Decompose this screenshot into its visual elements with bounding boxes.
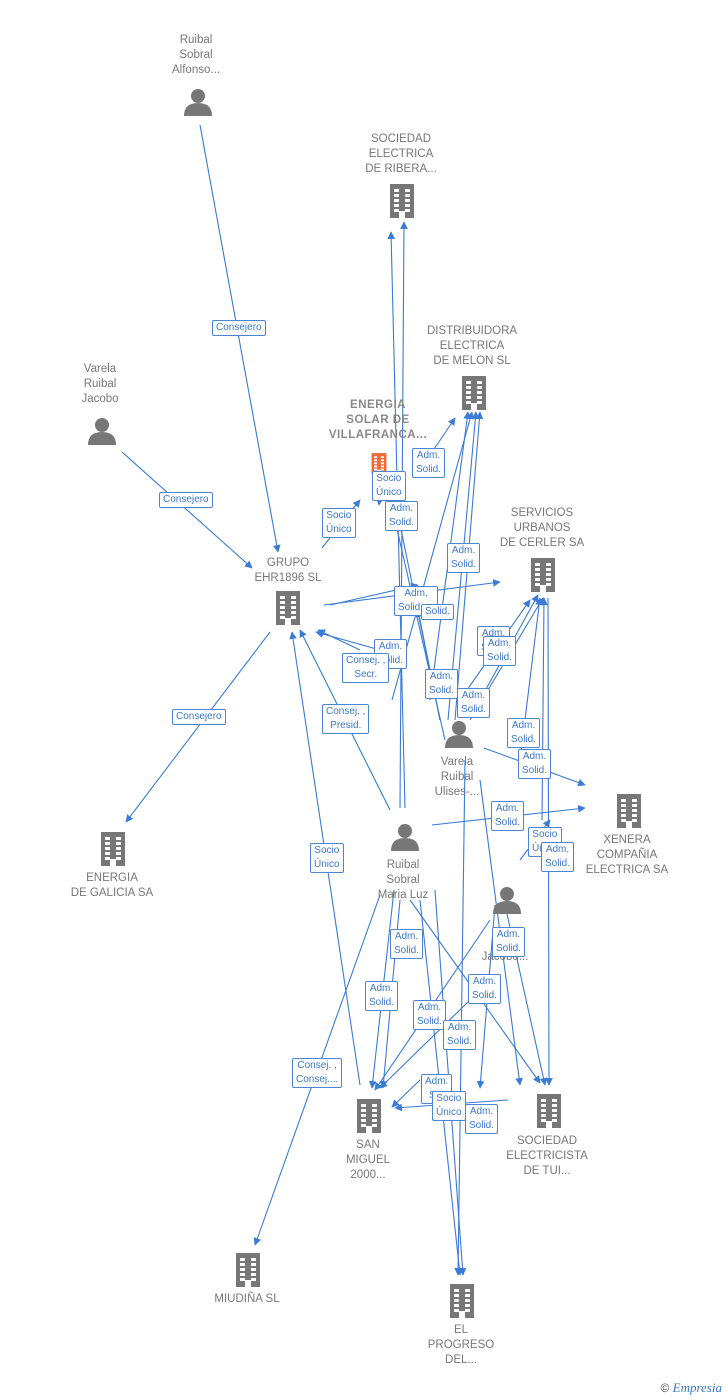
node-label-san-miguel-2000[interactable]: SAN MIGUEL 2000... [345, 1139, 391, 1181]
edge-label[interactable]: Adm. Solid. [483, 636, 517, 666]
edge-line [379, 999, 471, 1089]
copyright-symbol: © [660, 1381, 670, 1395]
edge-label[interactable]: Adm. Solid. [390, 929, 424, 959]
edges [121, 124, 586, 1276]
company-icon[interactable] [462, 376, 486, 410]
company-icon[interactable] [531, 558, 555, 592]
edge-line [387, 497, 446, 741]
edge-label[interactable]: Consej. , Secr. [342, 653, 390, 683]
company-icon[interactable] [276, 591, 300, 625]
company-icon[interactable] [390, 184, 414, 218]
edge-label[interactable]: Adm. Solid. [412, 448, 446, 478]
node-label-el-progreso[interactable]: EL PROGRESO DEL... [427, 1324, 495, 1366]
brand-name: Empresia [672, 1380, 722, 1395]
company-icon[interactable] [450, 1284, 474, 1318]
edge-line [391, 1079, 421, 1108]
node-label-distribuidora-electrica-melon[interactable]: DISTRIBUIDORA ELECTRICA DE MELON SL [426, 325, 518, 367]
company-icon[interactable] [101, 832, 125, 866]
edge-label[interactable]: Socio Único [372, 471, 406, 501]
edge-label[interactable]: Socio Único [322, 508, 356, 538]
edge-label[interactable]: Adm. Solid. [468, 974, 502, 1004]
node-label-sociedad-electrica-ribera[interactable]: SOCIEDAD ELECTRICA DE RIBERA... [365, 133, 437, 175]
node-label-energia-de-galicia[interactable]: ENERGIA DE GALICIA SA [70, 872, 154, 899]
edge-label[interactable]: Adm. Solid. [457, 688, 491, 718]
edge-label[interactable]: Adm. Solid. [365, 981, 399, 1011]
node-label-xenera-compania-electrica[interactable]: XENERA COMPAÑIA ELECTRICA SA [585, 834, 669, 876]
edge-label[interactable]: Adm. Solid. [507, 718, 541, 748]
edge-label[interactable]: Consejero [172, 709, 226, 725]
node-label-ruibal-sobral-maria-luz[interactable]: Ruibal Sobral Maria Luz [377, 859, 429, 901]
node-label-sociedad-electricista-tui[interactable]: SOCIEDAD ELECTRICISTA DE TUI... [506, 1135, 588, 1177]
edge-label[interactable]: Adm. Solid. [413, 1000, 447, 1030]
company-icon[interactable] [357, 1099, 381, 1133]
person-icon[interactable] [493, 887, 521, 914]
edge-label[interactable]: Adm. Solid. [518, 749, 552, 779]
edge-label[interactable]: Adm. Solid. [447, 543, 481, 573]
node-icons [88, 89, 641, 1318]
company-icon[interactable] [537, 1094, 561, 1128]
edge-label[interactable]: Socio Único [432, 1091, 466, 1121]
node-label-miudina-sl[interactable]: MIUDIÑA SL [214, 1293, 280, 1305]
person-icon[interactable] [88, 418, 116, 445]
edge-line [199, 124, 281, 553]
edge-label[interactable]: Consejero [212, 320, 266, 336]
edge-label[interactable]: Adm. Solid. [385, 501, 419, 531]
edge-line [125, 631, 271, 823]
person-icon[interactable] [391, 824, 419, 851]
edge-label[interactable]: Solid. [421, 604, 455, 620]
edge-label[interactable]: Consej. , Presid. [322, 704, 370, 734]
node-label-ruibal-sobral-alfonso[interactable]: Ruibal Sobral Alfonso... [172, 34, 220, 76]
watermark[interactable]: © Empresia [661, 1380, 722, 1396]
edge-line [315, 630, 381, 651]
node-label-grupo-ehr1896[interactable]: GRUPO EHR1896 SL [254, 557, 322, 584]
edge-label[interactable]: Adm. Solid. [541, 842, 575, 872]
edge-line [121, 451, 253, 569]
node-label-servicios-urbanos-cerler[interactable]: SERVICIOS URBANOS DE CERLER SA [499, 507, 585, 549]
company-icon[interactable] [617, 794, 641, 828]
edge-label[interactable]: Adm. Solid. [492, 927, 526, 957]
person-icon[interactable] [184, 89, 212, 116]
edge-line [540, 597, 548, 821]
edge-label[interactable]: Adm. Solid. [425, 669, 459, 699]
edge-line [454, 759, 466, 1276]
edge-label[interactable]: Socio Único [310, 843, 344, 873]
edge-line [317, 629, 361, 651]
person-icon[interactable] [445, 721, 473, 748]
node-label-varela-ruibal-ulises[interactable]: Varela Ruibal Ulises-... [434, 756, 480, 798]
edge-label[interactable]: Adm. Solid. [465, 1104, 499, 1134]
edge-label[interactable]: Adm. Solid. [443, 1020, 477, 1050]
main-company-icon[interactable] [371, 453, 387, 475]
edge-label[interactable]: Consejero [159, 492, 213, 508]
edge-label[interactable]: Adm. Solid. [491, 801, 525, 831]
edge-label[interactable]: Consej. , Consej.... [292, 1058, 343, 1088]
company-icon[interactable] [236, 1253, 260, 1287]
node-label-energia-solar-villafranca[interactable]: ENERGIA SOLAR DE VILLAFRANCA... [328, 399, 428, 441]
node-label-varela-ruibal-jacobo[interactable]: Varela Ruibal Jacobo [81, 363, 119, 405]
